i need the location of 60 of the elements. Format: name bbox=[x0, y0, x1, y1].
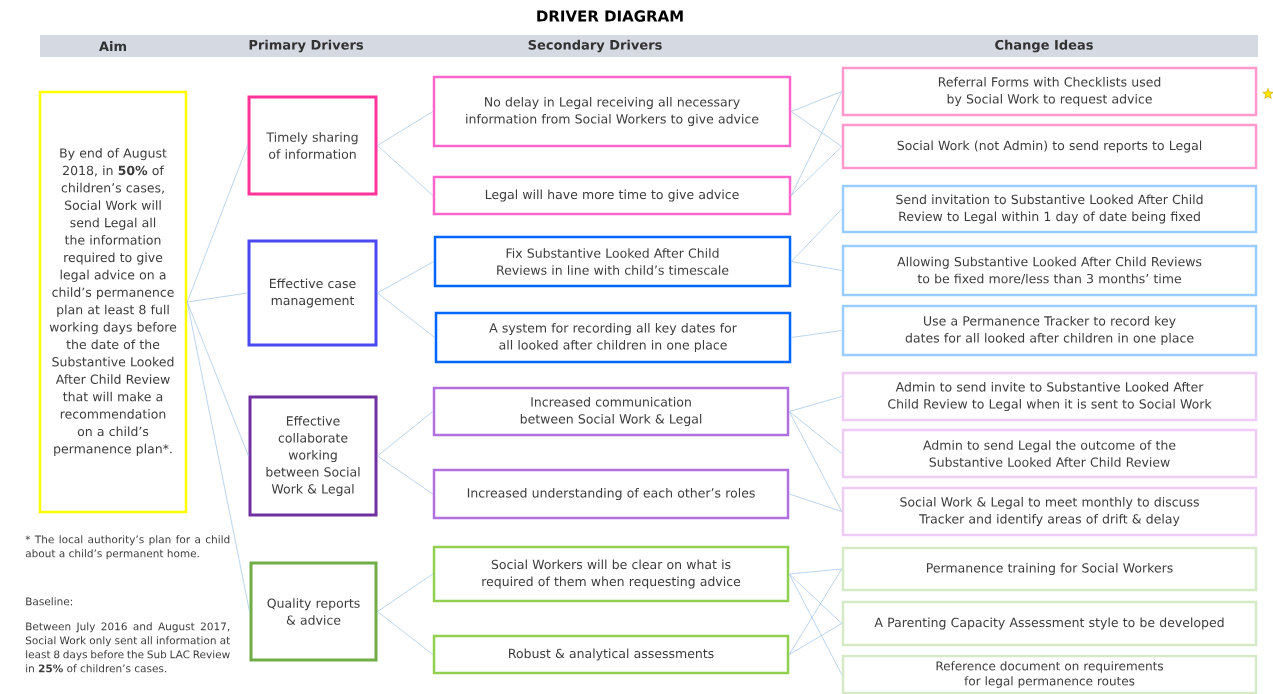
connector-line bbox=[788, 623, 843, 655]
change-idea-box: Referral Forms with Checklists used by Social Work to request advice bbox=[841, 66, 1258, 117]
secondary-driver-box: A system for recording all key dates for all looked after children in one place bbox=[434, 311, 792, 364]
connector-line bbox=[790, 208, 843, 262]
connector-line bbox=[788, 573, 843, 675]
secondary-driver-box: Social Workers will be clear on what is required of them when requesting advice bbox=[432, 545, 790, 603]
change-idea-box: Use a Permanence Tracker to record key dates for all looked after children in one place bbox=[841, 304, 1258, 357]
connector-line bbox=[377, 145, 434, 196]
connector-line bbox=[790, 330, 843, 338]
column-heading: Aim bbox=[99, 41, 126, 51]
column-heading: Change Ideas bbox=[995, 39, 1093, 53]
connector-line bbox=[186, 292, 248, 303]
connector-line bbox=[186, 145, 248, 303]
secondary-driver-box: Fix Substantive Looked After Child Reviews in line with child’s timescale bbox=[433, 235, 792, 288]
change-idea-box: Admin to send Legal the outcome of the Substantive Looked After Child Review bbox=[841, 428, 1258, 479]
secondary-driver-box: Legal will have more time to give advice bbox=[432, 175, 792, 216]
change-idea-box: Social Work & Legal to meet monthly to discuss Tracker and identify areas of drift & delay bbox=[841, 486, 1258, 537]
connector-line bbox=[377, 573, 434, 612]
change-idea-box: Allowing Substantive Looked After Child Reviews to be fixed more/less than 3 months’ time bbox=[841, 244, 1258, 297]
connector-line bbox=[790, 146, 843, 196]
secondary-driver-box: Robust & analytical assessments bbox=[432, 634, 790, 675]
connector-line bbox=[790, 261, 843, 271]
change-idea-box: Social Work (not Admin) to send reports to Legal bbox=[841, 123, 1258, 170]
connector-line bbox=[377, 111, 434, 146]
connector-line bbox=[788, 568, 843, 655]
connector-line bbox=[788, 568, 843, 575]
connector-line bbox=[788, 396, 843, 412]
connector-line bbox=[377, 261, 435, 294]
diagram-title: DRIVER DIAGRAM bbox=[537, 10, 683, 22]
primary-driver-box: Effective collaborate working between Social Work & Legal bbox=[248, 395, 378, 517]
connector-line bbox=[788, 493, 843, 512]
change-idea-box: Admin to send invite to Substantive Looked After Child Review to Legal when it is sent to Social Work bbox=[841, 371, 1258, 422]
secondary-driver-box: Increased understanding of each other’s roles bbox=[432, 468, 790, 520]
connector-line bbox=[790, 111, 843, 147]
change-idea-box: Send invitation to Substantive Looked After Child Review to Legal within 1 day of date being fixed bbox=[841, 184, 1258, 234]
column-heading: Secondary Drivers bbox=[528, 39, 662, 53]
connector-line bbox=[788, 573, 843, 624]
change-idea-box: A Parenting Capacity Assessment style to be developed bbox=[841, 600, 1258, 647]
connector-line bbox=[186, 301, 249, 457]
connector-line bbox=[788, 411, 843, 512]
aim-box: By end of August 2018, in 50% of children’s cases, Social Work will send Legal all the information required to give legal advice on a child’s permanence plan at least 8 full working days before the date of the Substantive Looked After Child Review that will make a recommendation on a child’s permanence plan*. bbox=[38, 90, 188, 514]
primary-driver-box: Timely sharing of information bbox=[247, 95, 378, 196]
secondary-driver-box: No delay in Legal receiving all necessary information from Social Workers to give advice bbox=[432, 75, 792, 148]
connector-line bbox=[377, 611, 434, 655]
footnote-text: Between July 2016 and August 2017, Social Work only sent all information at least 8 days before the Sub LAC Review in 25% of children’s cases. bbox=[25, 622, 230, 673]
connector-line bbox=[186, 301, 250, 612]
connector-line bbox=[790, 91, 843, 112]
connector-line bbox=[788, 411, 843, 454]
connector-line bbox=[377, 292, 436, 338]
change-idea-box: Reference document on requirements for legal permanence routes bbox=[841, 654, 1258, 694]
column-heading: Primary Drivers bbox=[249, 39, 363, 53]
footnote-text: * The local authority’s plan for a child about a child’s permanent home. bbox=[25, 535, 230, 560]
primary-driver-box: Effective case management bbox=[247, 239, 378, 347]
change-idea-box: Permanence training for Social Workers bbox=[841, 546, 1258, 592]
primary-driver-box: Quality reports & advice bbox=[249, 561, 378, 662]
footnote-text: Baseline: bbox=[26, 597, 73, 606]
secondary-driver-box: Increased communication between Social Work & Legal bbox=[432, 386, 790, 437]
connector-line bbox=[377, 411, 434, 457]
connector-line bbox=[377, 455, 434, 495]
connector-line bbox=[790, 91, 843, 196]
